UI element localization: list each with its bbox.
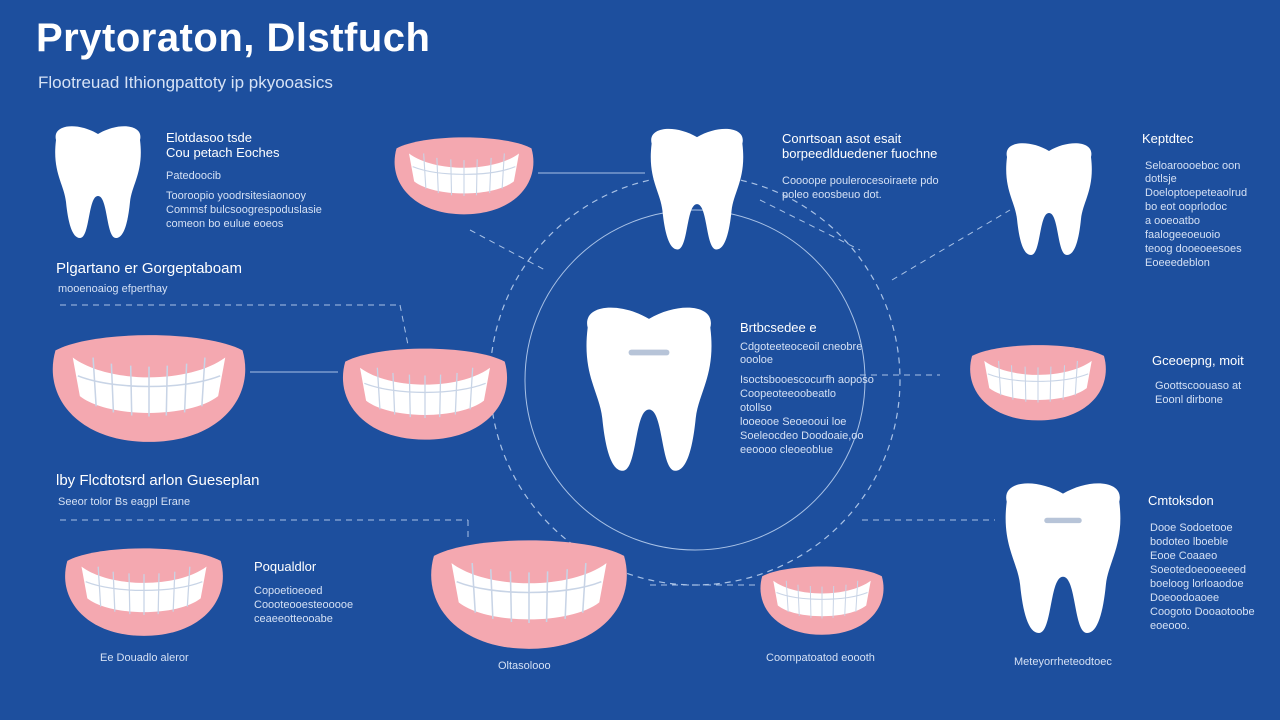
caption-1: Ee Douadlo aleror (100, 652, 189, 664)
page-title: Prytoraton, Dlstfuch (36, 16, 431, 60)
center-body-6: looeooe Seoeooui loe (740, 416, 847, 428)
page-subtitle: Flootreuad Ithiongpattoty ip pkyooasics (38, 73, 333, 92)
molar-tooth-icon (55, 126, 141, 238)
connector (469, 229, 546, 271)
molar-tooth-icon (650, 128, 744, 250)
br-body-1: Dooe Sodoetooe (1150, 522, 1233, 534)
inner-orbit-circle (524, 209, 866, 551)
tr-heading: Keptdtec (1142, 131, 1194, 146)
caption-2: Oltasolooo (498, 660, 551, 672)
bl-heading: lby Flcdtotsrd arlon Gueseplan (56, 472, 260, 489)
tl-sub: Patedoocib (166, 170, 222, 182)
right-mid-body-1: Goottscoouaso at (1155, 380, 1242, 392)
tr-body-8: Eoeeedeblon (1145, 257, 1210, 269)
tl-body-2: Commsf bulcsoogrespoduslasie (166, 204, 322, 216)
center-body-1: Cdgoteeteoceoil cneobre (740, 341, 863, 353)
center-body-7: Soeleocdeo Doodoaie,oo (740, 430, 864, 442)
bottom-mid-body-1: Copoetioeoed (254, 585, 323, 597)
right-mid-body-2: Eoonl dirbone (1155, 394, 1223, 406)
connector (891, 209, 1011, 281)
topc-heading-1: Conrtsoan asot esait (782, 131, 902, 146)
br-body-5: boeloog lorloaodoe (1150, 578, 1244, 590)
smile-dentures-icon (394, 137, 534, 215)
smile-dentures-icon (431, 540, 627, 649)
connector (399, 304, 409, 346)
tl-body-3: comeon bo eulue eoeos (166, 218, 284, 230)
smile-dentures-icon (52, 335, 246, 442)
caption-3: Coompatoatod eoooth (766, 652, 875, 664)
right-mid-heading: Gceoepng, moit (1152, 353, 1244, 368)
tr-body-2: dotlsje (1145, 173, 1177, 185)
tr-body-3: Doeloptoepeteaolrud (1145, 187, 1248, 199)
bottom-mid-heading: Poqualdlor (254, 559, 317, 574)
tl-heading-2: Cou petach Eoches (166, 145, 280, 160)
center-body-8: eeoooo cleoeoblue (740, 444, 833, 456)
tr-body-7: teoog dooeoeesoes (1145, 243, 1242, 255)
br-body-2: bodoteo lboeble (1150, 536, 1229, 548)
center-body-5: otollso (740, 402, 772, 414)
br-body-3: Eooe Coaaeo (1150, 550, 1218, 562)
br-body-4: Soeotedoeooeeeed (1150, 564, 1247, 576)
br-body-7: Coogoto Dooaotoobe (1150, 606, 1255, 618)
bottom-mid-body-2: Coooteooesteooooe (254, 599, 354, 611)
smile-dentures-icon (342, 348, 508, 440)
smile-dentures-icon (970, 345, 1106, 421)
topc-heading-2: borpeedlduedener fuochne (782, 146, 938, 161)
molar-tooth-icon (1006, 143, 1092, 255)
tr-body-5: a ooeoatbo (1145, 215, 1201, 227)
central-molar-tooth-icon (586, 307, 712, 471)
mid-body: mooenoaiog efperthay (58, 283, 168, 295)
bl-body: Seeor tolor Bs eagpl Erane (58, 496, 191, 508)
tr-body-1: Seloaroooeboc oon (1145, 160, 1241, 172)
br-body-6: Doeoodoaoee (1150, 592, 1220, 604)
topc-body-1: Coooope poulerocesoiraete pdo (782, 175, 939, 187)
center-body-3: Isoctsbooescocurfh aoposo (740, 374, 874, 386)
topc-body-2: poleo eoosbeuo dot. (782, 189, 882, 201)
center-heading: Brtbcsedee e (740, 320, 817, 335)
caption-4: Meteyorrheteodtoec (1014, 656, 1112, 668)
tl-heading-1: Elotdasoo tsde (166, 130, 253, 145)
smile-dentures-icon (760, 566, 884, 635)
molar-tooth-icon (1005, 483, 1121, 634)
tl-body-1: Tooroopio yoodrsitesiaonooy (166, 190, 307, 202)
connector (759, 199, 861, 251)
bottom-mid-body-3: ceaeeotteooabe (254, 613, 333, 625)
smile-dentures-icon (65, 548, 223, 636)
mid-heading: Plgartano er Gorgeptaboam (56, 260, 242, 277)
br-body-8: eoeooo. (1150, 620, 1190, 632)
center-body-2: oooloe (740, 354, 774, 366)
center-body-4: Coopeoteeoobeatlo (740, 388, 837, 400)
tr-body-4: bo eot ooprlodoc (1145, 201, 1227, 213)
br-heading: Cmtoksdon (1148, 493, 1214, 508)
tr-body-6: faalogeeoeuoio (1145, 229, 1221, 241)
